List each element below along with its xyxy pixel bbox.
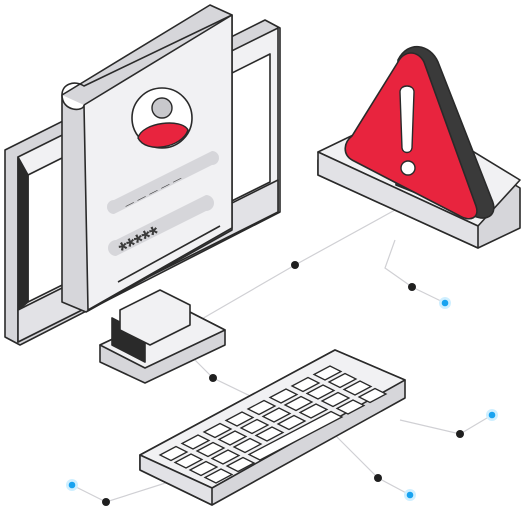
keyboard-key	[342, 380, 373, 396]
keyboard-key	[276, 414, 307, 431]
keyboard-key	[210, 449, 241, 465]
keyboard-key	[158, 445, 189, 462]
keyboard-key	[261, 407, 292, 423]
keyboard-key	[268, 388, 299, 404]
keyboard-key	[246, 399, 277, 416]
login-card-icon	[61, 4, 233, 313]
warning-icon	[317, 45, 521, 249]
keyboard-key	[180, 434, 211, 450]
keyboard-key	[195, 441, 226, 458]
keyboard-key	[224, 411, 255, 427]
keyboard-key	[173, 453, 204, 469]
keyboard-keys	[158, 365, 388, 484]
keyboard-key	[283, 395, 314, 412]
keyboard-key	[357, 387, 388, 404]
connector-nodes	[66, 261, 498, 506]
keyboard-key	[335, 399, 366, 415]
keyboard-key	[232, 437, 263, 454]
spacebar-key	[247, 410, 344, 461]
avatar-icon	[131, 87, 193, 149]
keyboard-key	[312, 365, 343, 381]
keyboard-key	[203, 468, 234, 484]
keyboard-key	[305, 384, 336, 400]
keyboard-key	[290, 376, 321, 393]
warning-exclamation	[399, 85, 416, 176]
keyboard-key	[225, 456, 256, 473]
keyboard-key	[327, 372, 358, 389]
keyboard-key	[239, 418, 270, 435]
keyboard-key	[254, 426, 285, 442]
keyboard-key	[202, 422, 233, 439]
keyboard-key	[298, 403, 329, 419]
keyboard-key	[188, 460, 219, 477]
keyboard-key	[320, 391, 351, 408]
keyboard-key	[217, 430, 248, 446]
